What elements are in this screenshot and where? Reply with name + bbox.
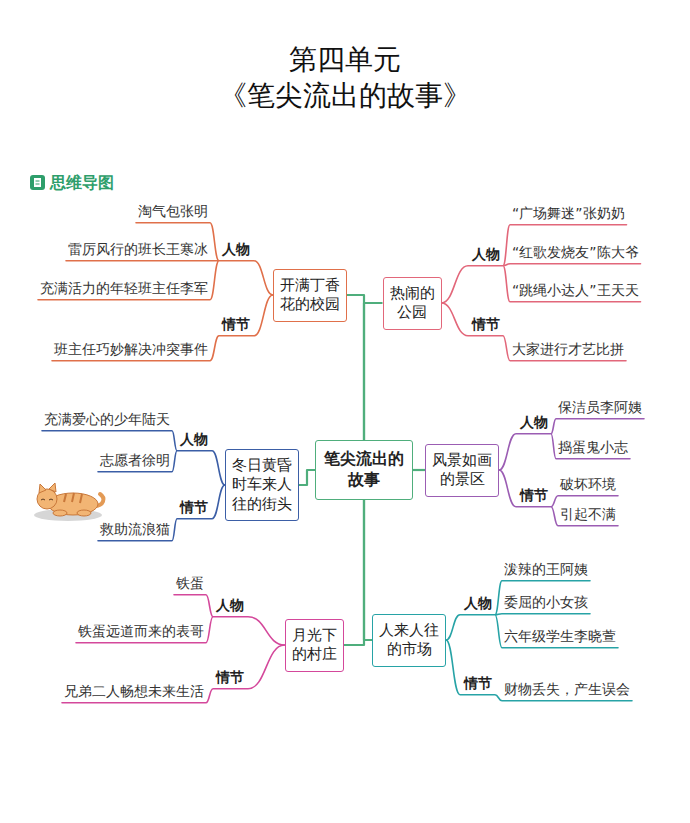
subtopic-box: 风景如画的景区 xyxy=(425,444,499,497)
leaf-label: 雷厉风行的班长王寒冰 xyxy=(68,241,208,259)
subtopic-box: 冬日黄昏时车来人往的街头 xyxy=(225,449,299,522)
leaf-label: 救助流浪猫 xyxy=(100,521,170,539)
trunk-connector xyxy=(413,469,425,471)
category-label: 情节 xyxy=(222,316,250,334)
topic-text: 热闹的公园 xyxy=(390,284,435,323)
category-label: 情节 xyxy=(216,669,244,687)
branch-line xyxy=(52,295,273,361)
branch-line xyxy=(62,645,285,703)
branch-line xyxy=(98,485,225,541)
branch-line xyxy=(446,581,618,648)
section-heading: 思维导图 xyxy=(50,173,114,193)
leaf-label: 保洁员李阿姨 xyxy=(558,399,642,417)
page-title: 第四单元 《笔尖流出的故事》 xyxy=(185,42,505,115)
topic-text: 人来人往的市场 xyxy=(379,621,439,660)
leaf-label: “红歌发烧友”陈大爷 xyxy=(512,244,639,262)
branch-line xyxy=(38,223,273,300)
central-topic-box: 笔尖流出的故事 xyxy=(315,440,413,500)
topic-text: 风景如画的景区 xyxy=(432,451,492,490)
subtopic-box: 开满丁香花的校园 xyxy=(273,269,347,322)
leaf-label: “广场舞迷”张奶奶 xyxy=(512,205,625,223)
branch-line xyxy=(446,640,632,701)
leaf-label: 大家进行才艺比拼 xyxy=(512,341,624,359)
trunk-connector xyxy=(364,500,372,640)
leaf-label: “跳绳小达人”王天天 xyxy=(512,282,639,300)
cat-illustration xyxy=(34,483,103,521)
leaf-label: 铁蛋 xyxy=(176,575,204,593)
leaf-label: 六年级学生李晓萱 xyxy=(504,628,616,646)
category-label: 人物 xyxy=(472,246,500,264)
category-label: 人物 xyxy=(520,414,548,432)
leaf-label: 班主任巧妙解决冲突事件 xyxy=(54,341,208,359)
branch-line xyxy=(442,303,627,361)
leaf-label: 泼辣的王阿姨 xyxy=(504,561,588,579)
topic-text: 月光下的村庄 xyxy=(292,626,337,665)
leaf-label: 铁蛋远道而来的表哥 xyxy=(78,623,204,641)
branch-lines xyxy=(38,223,644,703)
subtopic-box: 人来人往的市场 xyxy=(372,614,446,667)
topic-text: 开满丁香花的校园 xyxy=(280,276,340,315)
branch-line xyxy=(499,470,618,526)
trunk-connector xyxy=(347,295,364,440)
leaf-label: 破坏环境 xyxy=(560,476,616,494)
leaf-label: 志愿者徐明 xyxy=(100,452,170,470)
branch-line xyxy=(42,431,225,485)
connectors xyxy=(299,295,425,645)
leaf-label: 淘气包张明 xyxy=(138,203,208,221)
category-label: 情节 xyxy=(180,499,208,517)
topic-text: 冬日黄昏时车来人往的街头 xyxy=(232,456,292,515)
leaf-label: 财物丢失，产生误会 xyxy=(504,681,630,699)
branch-line xyxy=(442,225,641,303)
category-label: 情节 xyxy=(472,316,500,334)
subtopic-box: 月光下的村庄 xyxy=(285,619,344,672)
leaf-label: 充满爱心的少年陆天 xyxy=(44,411,170,429)
subtopic-box: 热闹的公园 xyxy=(383,277,442,330)
category-label: 人物 xyxy=(216,597,244,615)
category-label: 情节 xyxy=(464,675,492,693)
leaf-label: 兄弟二人畅想未来生活 xyxy=(64,683,204,701)
leaf-label: 充满活力的年轻班主任李军 xyxy=(40,280,208,298)
category-label: 人物 xyxy=(180,431,208,449)
leaf-label: 引起不满 xyxy=(560,506,616,524)
trunk-connector xyxy=(344,500,365,645)
branch-line xyxy=(76,595,285,645)
category-label: 情节 xyxy=(520,487,548,505)
trunk-connector xyxy=(299,470,315,485)
leaf-label: 捣蛋鬼小志 xyxy=(558,439,628,457)
leaf-label: 委屈的小女孩 xyxy=(504,594,588,612)
category-label: 人物 xyxy=(222,241,250,259)
category-label: 人物 xyxy=(464,595,492,613)
topic-text: 笔尖流出的故事 xyxy=(324,449,404,491)
mindmap-icon xyxy=(30,175,45,190)
trunk-connector xyxy=(364,303,383,440)
